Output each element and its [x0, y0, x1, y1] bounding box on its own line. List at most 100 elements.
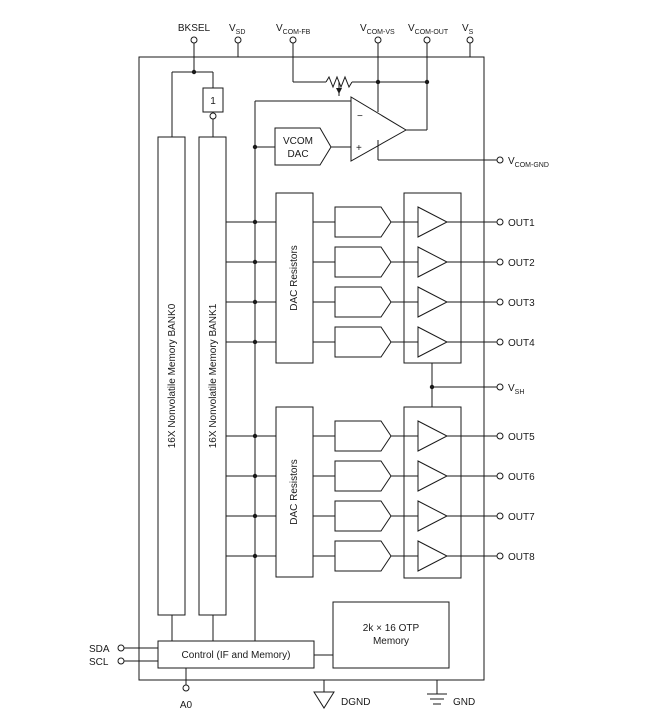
- pin-vcom-out-terminal: [423, 36, 431, 44]
- pin-vsd-terminal: [234, 36, 242, 44]
- dac-4: [334, 326, 392, 358]
- memory-bank1-label: 16X Nonvolatile Memory BANK1: [208, 303, 219, 448]
- pin-vcom-gnd-label: VCOM-GND: [508, 156, 549, 169]
- vcom-dac-label-2: DAC: [287, 149, 308, 160]
- pin-a0-terminal: [182, 684, 190, 692]
- pin-vcom-vs: VCOM-VS: [360, 23, 395, 112]
- pin-vsd: VSD: [229, 23, 245, 57]
- buffer-amp-4: [417, 326, 449, 358]
- memory-bank0: 16X Nonvolatile Memory BANK0: [157, 136, 186, 616]
- pin-bksel: BKSEL: [178, 23, 211, 72]
- pin-vs-terminal: [466, 36, 474, 44]
- pin-vcom-gnd: VCOM-GND: [496, 156, 549, 169]
- otp-memory-block: 2k × 16 OTP Memory: [332, 601, 450, 669]
- digital-ground-symbol: [313, 691, 335, 709]
- channel-8: OUT8: [226, 540, 535, 572]
- pin-out5-label: OUT5: [508, 432, 535, 443]
- pin-out7-terminal: [496, 512, 504, 520]
- bus-junction: [252, 473, 258, 479]
- pin-bksel-label: BKSEL: [178, 23, 211, 34]
- pin-vcom-out: VCOM-OUT: [408, 23, 449, 130]
- pin-vs-label: VS: [462, 23, 474, 36]
- pin-a0: A0: [180, 668, 193, 711]
- dac-resistors-bottom-label: DAC Resistors: [289, 459, 300, 525]
- channel-2: OUT2: [226, 246, 535, 278]
- pin-out1-label: OUT1: [508, 218, 535, 229]
- pin-out3-label: OUT3: [508, 298, 535, 309]
- buffer-amp-8: [417, 540, 449, 572]
- bus-junction: [252, 299, 258, 305]
- pin-out5-terminal: [496, 432, 504, 440]
- vcom-dac-label-1: VCOM: [283, 136, 313, 147]
- channel-7: OUT7: [226, 500, 535, 532]
- bus-junction: [252, 339, 258, 345]
- buffer-amp-1: [417, 206, 449, 238]
- memory-bank1: 16X Nonvolatile Memory BANK1: [198, 136, 227, 616]
- pin-vcom-gnd-terminal: [496, 156, 504, 164]
- dac-6: [334, 460, 392, 492]
- pin-vcom-out-label: VCOM-OUT: [408, 23, 449, 36]
- dac-3: [334, 286, 392, 318]
- pin-vcom-fb: VCOM-FB: [276, 23, 311, 82]
- pin-dgnd-label: DGND: [341, 697, 370, 708]
- otp-memory-label-2: Memory: [373, 636, 409, 647]
- pin-vcom-fb-label: VCOM-FB: [276, 23, 311, 36]
- channel-4: OUT4: [226, 326, 535, 358]
- buffer-amp-7: [417, 500, 449, 532]
- pin-vsh: VSH: [496, 383, 524, 396]
- pin-vcom-vs-terminal: [374, 36, 382, 44]
- pin-scl-label: SCL: [89, 657, 109, 668]
- channel-1: OUT1: [226, 206, 535, 238]
- bus-junction: [252, 553, 258, 559]
- pin-vcom-vs-label: VCOM-VS: [360, 23, 395, 36]
- bus-junction: [252, 513, 258, 519]
- channel-6: OUT6: [226, 460, 535, 492]
- pin-out4-terminal: [496, 338, 504, 346]
- dac-8: [334, 540, 392, 572]
- pin-out2-label: OUT2: [508, 258, 535, 269]
- buffer-amp-3: [417, 286, 449, 318]
- pin-scl: SCL: [89, 657, 158, 668]
- chip-outline: [138, 56, 485, 681]
- dac-resistors-top-label: DAC Resistors: [289, 245, 300, 311]
- control-block: Control (IF and Memory): [157, 640, 315, 669]
- pin-sda-label: SDA: [89, 644, 110, 655]
- dac-5: [334, 420, 392, 452]
- pin-scl-terminal: [117, 657, 125, 665]
- channel-5: OUT5: [226, 420, 535, 452]
- pin-out8-label: OUT8: [508, 552, 535, 563]
- bus-junction: [252, 259, 258, 265]
- pin-out2-terminal: [496, 258, 504, 266]
- buffer-amp-5: [417, 420, 449, 452]
- pin-vs: VS: [462, 23, 474, 57]
- pin-out6-label: OUT6: [508, 472, 535, 483]
- inverter-block: 1: [202, 87, 224, 113]
- bus-junction: [252, 219, 258, 225]
- channel-3: OUT3: [226, 286, 535, 318]
- dac-7: [334, 500, 392, 532]
- dac-2: [334, 246, 392, 278]
- pin-vcom-fb-terminal: [289, 36, 297, 44]
- pin-a0-label: A0: [180, 700, 193, 711]
- pin-out1-terminal: [496, 218, 504, 226]
- dac-resistors-top: DAC Resistors: [275, 192, 314, 364]
- pin-vsd-label: VSD: [229, 23, 245, 36]
- pin-out4-label: OUT4: [508, 338, 535, 349]
- pin-dgnd: DGND: [313, 680, 370, 709]
- opamp-minus: −: [357, 111, 363, 122]
- pin-sda: SDA: [89, 644, 158, 655]
- buffer-amp-6: [417, 460, 449, 492]
- otp-memory-label-1: 2k × 16 OTP: [363, 623, 420, 634]
- dac-1: [334, 206, 392, 238]
- dac-resistors-bottom: DAC Resistors: [275, 406, 314, 578]
- buffer-amp-2: [417, 246, 449, 278]
- pin-bksel-terminal: [190, 36, 198, 44]
- pin-out7-label: OUT7: [508, 512, 535, 523]
- opamp-plus: +: [356, 143, 362, 154]
- bus-junction: [252, 433, 258, 439]
- pin-gnd-label: GND: [453, 697, 475, 708]
- inverter-label: 1: [210, 96, 216, 107]
- pin-out6-terminal: [496, 472, 504, 480]
- memory-bank0-label: 16X Nonvolatile Memory BANK0: [167, 303, 178, 448]
